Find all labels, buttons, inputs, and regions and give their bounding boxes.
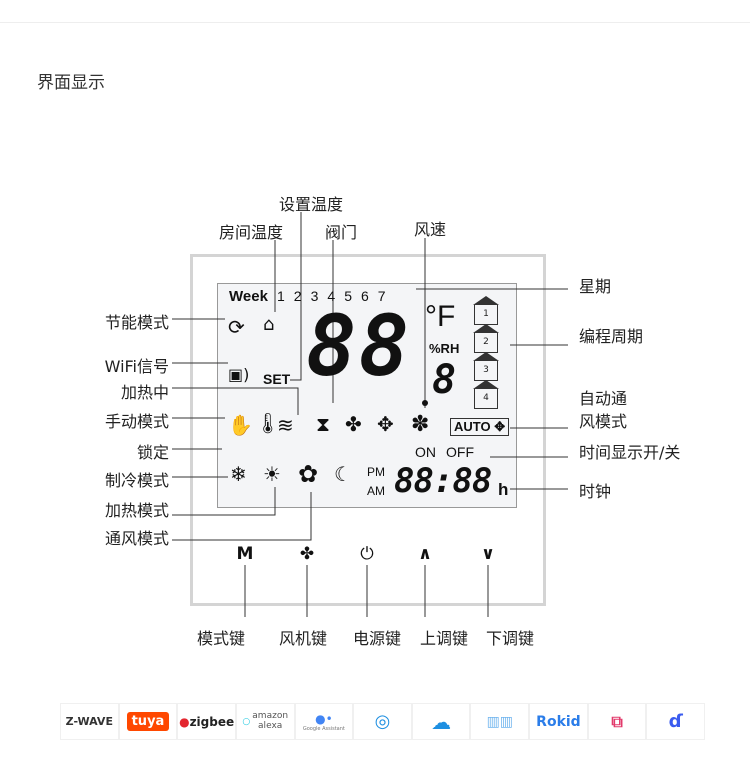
label-mode-key: 模式键 bbox=[197, 629, 246, 648]
label-auto-vent-2: 风模式 bbox=[579, 412, 628, 431]
fan-button[interactable]: ✤ bbox=[295, 544, 319, 564]
lcd-on: ON bbox=[415, 444, 436, 460]
label-valve: 阀门 bbox=[325, 223, 358, 242]
logo-alexa: ○amazon alexa bbox=[235, 703, 295, 740]
lcd-screen bbox=[217, 283, 517, 508]
valve-icon: ⧗ bbox=[316, 412, 331, 436]
logo-cloud: ☁ bbox=[411, 703, 471, 740]
up-button[interactable]: ∧ bbox=[413, 544, 437, 564]
label-cooling: 制冷模式 bbox=[104, 471, 169, 490]
lcd-day: 7 bbox=[377, 288, 386, 304]
label-up-key: 上调键 bbox=[420, 629, 469, 648]
room-temperature-icon: ⌂ bbox=[263, 314, 275, 335]
label-fan-speed: 风速 bbox=[414, 220, 447, 239]
compatibility-logos: Z-WAVE tuya ●zigbee ○amazon alexa ●•Goog… bbox=[60, 703, 706, 740]
logo-google-assistant: ●•Google Assistant bbox=[294, 703, 354, 740]
moon-icon: ☾ bbox=[334, 462, 352, 486]
logo-tmall-genie: ⧉ bbox=[587, 703, 647, 740]
auto-text: AUTO bbox=[454, 419, 491, 434]
decimal-point bbox=[422, 400, 428, 406]
logo-xiaodu: ▥▥ bbox=[470, 703, 530, 740]
lcd-day: 5 bbox=[344, 288, 352, 304]
lock-key-icon: 🌡 bbox=[255, 411, 281, 435]
lcd-h: h bbox=[498, 480, 509, 499]
lcd-am: AM bbox=[367, 484, 385, 498]
label-week: 星期 bbox=[579, 277, 612, 296]
lcd-big-digits: 88 bbox=[306, 297, 412, 395]
wifi-icon: ▣) bbox=[228, 365, 250, 384]
lcd-day: 1 bbox=[277, 288, 285, 304]
lcd-small-digit: 8 bbox=[432, 357, 459, 403]
label-heating: 加热模式 bbox=[104, 501, 169, 520]
page-frame bbox=[0, 22, 750, 774]
manual-hand-icon: ✋ bbox=[228, 413, 253, 437]
lcd-unit-f: °F bbox=[425, 300, 456, 333]
section-title: 界面显示 bbox=[37, 73, 105, 93]
label-heating-on: 加热中 bbox=[120, 383, 169, 402]
power-button[interactable]: ⏻ bbox=[355, 544, 379, 564]
auto-fan-icon: ✥ bbox=[494, 419, 506, 434]
label-manual: 手动模式 bbox=[104, 412, 169, 431]
label-energy-saving: 节能模式 bbox=[104, 313, 169, 332]
lcd-pm: PM bbox=[367, 465, 385, 479]
chevron-up-icon: ∧ bbox=[418, 544, 432, 564]
logo-zwave: Z-WAVE bbox=[60, 703, 119, 740]
chevron-down-icon: ∨ bbox=[481, 544, 495, 564]
program-period-icon: 4 bbox=[473, 380, 499, 409]
lcd-week: Week bbox=[229, 288, 268, 305]
fan-low-icon: ✤ bbox=[345, 412, 362, 436]
sun-icon: ☀ bbox=[263, 462, 281, 486]
label-set-temperature: 设置温度 bbox=[279, 195, 344, 214]
label-program: 编程周期 bbox=[579, 327, 644, 346]
fan-mid-icon: ✥ bbox=[377, 412, 394, 436]
lcd-off: OFF bbox=[446, 444, 474, 460]
lcd-clock: 88:88 bbox=[394, 461, 492, 501]
fan-icon: ✤ bbox=[299, 544, 315, 564]
heating-waves-icon: ≋ bbox=[277, 413, 294, 437]
label-auto-vent-1: 自动通 bbox=[579, 389, 628, 408]
down-button[interactable]: ∨ bbox=[476, 544, 500, 564]
program-period-icon: 2 bbox=[473, 324, 499, 353]
lcd-rh: %RH bbox=[429, 341, 460, 356]
label-time-onoff: 时间显示开/关 bbox=[579, 443, 681, 462]
label-fan-key: 风机键 bbox=[279, 629, 328, 648]
program-period-icon: 1 bbox=[473, 296, 499, 325]
label-lock: 锁定 bbox=[136, 443, 169, 462]
label-ventilation: 通风模式 bbox=[104, 529, 169, 548]
program-period-icon: 3 bbox=[473, 352, 499, 381]
lcd-day: 6 bbox=[360, 288, 369, 304]
power-icon: ⏻ bbox=[360, 544, 374, 564]
ventilation-fan-icon: ✿ bbox=[298, 460, 319, 488]
logo-rokid: Rokid bbox=[529, 703, 588, 740]
snowflake-icon: ❄ bbox=[230, 462, 247, 486]
logo-tuya: tuya bbox=[118, 703, 178, 740]
label-room-temperature: 房间温度 bbox=[219, 223, 284, 242]
label-clock: 时钟 bbox=[579, 482, 612, 501]
lcd-day: 3 bbox=[310, 288, 319, 304]
energy-saving-icon: ⟳ bbox=[228, 315, 245, 339]
logo-zigbee: ●zigbee bbox=[177, 703, 236, 740]
label-power-key: 电源键 bbox=[353, 629, 402, 648]
logo-dueros: ɗ bbox=[646, 703, 706, 740]
label-down-key: 下调键 bbox=[486, 629, 535, 648]
logo-dingdong: ◎ bbox=[353, 703, 412, 740]
mode-button[interactable]: M bbox=[236, 544, 254, 564]
fan-high-icon: ✽ bbox=[411, 412, 430, 437]
label-wifi: WiFi信号 bbox=[104, 357, 169, 376]
lcd-day: 2 bbox=[293, 288, 302, 304]
lcd-day: 4 bbox=[327, 288, 336, 304]
lcd-set: SET bbox=[263, 371, 291, 387]
lcd-auto: AUTO ✥ bbox=[450, 418, 510, 436]
